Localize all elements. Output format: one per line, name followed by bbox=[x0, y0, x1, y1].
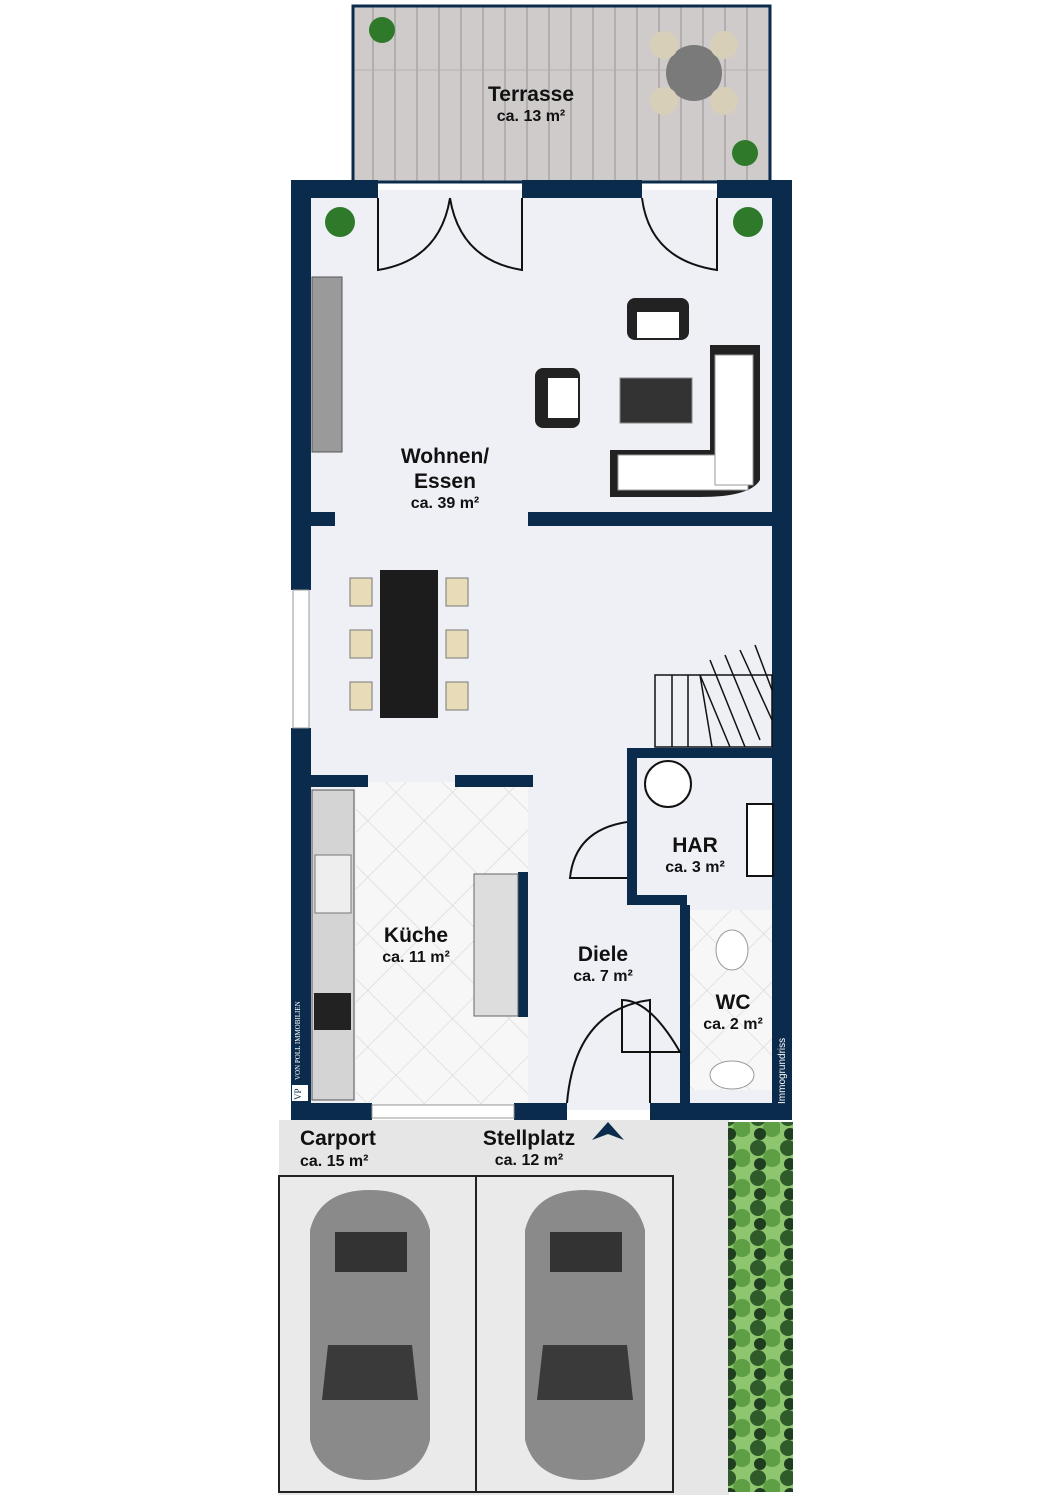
cooktop bbox=[314, 993, 351, 1030]
boiler bbox=[644, 760, 692, 808]
outdoor-table bbox=[650, 31, 738, 115]
room-name: Terrasse bbox=[487, 83, 575, 106]
room-area: ca. 39 m² bbox=[410, 495, 480, 513]
room-area: ca. 12 m² bbox=[494, 1152, 564, 1170]
wc-basin bbox=[709, 1060, 755, 1090]
sink bbox=[314, 854, 352, 914]
doors bbox=[377, 197, 718, 1104]
room-name: Wohnen/ bbox=[400, 445, 490, 468]
sideboard bbox=[311, 276, 343, 453]
room-area: ca. 15 m² bbox=[300, 1153, 369, 1171]
room-name: Essen bbox=[414, 470, 476, 494]
room-kueche: Küche ca. 11 m² bbox=[382, 923, 450, 967]
car-icon bbox=[525, 1190, 645, 1480]
window-left bbox=[292, 589, 310, 729]
room-name: Stellplatz bbox=[482, 1127, 576, 1150]
sofa-icon bbox=[610, 345, 760, 497]
room-area: ca. 3 m² bbox=[665, 859, 725, 877]
dining-table-icon bbox=[349, 570, 469, 718]
window-bottom bbox=[371, 1104, 515, 1119]
entrance-arrow-icon bbox=[592, 1122, 624, 1140]
toilet bbox=[715, 929, 749, 971]
area-stellplatz: Stellplatz ca. 12 m² bbox=[483, 1126, 575, 1170]
credit-text: Immogrundriss bbox=[777, 1037, 788, 1104]
room-name: Carport bbox=[300, 1127, 376, 1150]
room-har: HAR ca. 3 m² bbox=[665, 833, 725, 877]
logo-mark: VP bbox=[293, 1088, 303, 1100]
room-name: WC bbox=[715, 991, 751, 1014]
stairs-icon bbox=[654, 644, 773, 748]
room-diele: Diele ca. 7 m² bbox=[573, 942, 633, 986]
area-carport: Carport ca. 15 m² bbox=[300, 1126, 376, 1172]
walls bbox=[291, 180, 792, 1120]
room-area: ca. 7 m² bbox=[573, 968, 633, 986]
plant-icon bbox=[325, 17, 763, 237]
room-name: Diele bbox=[577, 943, 629, 966]
room-area: ca. 2 m² bbox=[703, 1016, 763, 1034]
room-name: HAR bbox=[672, 834, 718, 857]
logo-box bbox=[291, 1030, 309, 1102]
har-shelf bbox=[746, 803, 774, 877]
logo-text: VON POLL IMMOBILIEN bbox=[294, 1001, 302, 1080]
kitchen-counter bbox=[311, 789, 355, 1101]
car-icon bbox=[310, 1190, 430, 1480]
room-wc: WC ca. 2 m² bbox=[703, 990, 763, 1034]
room-terrasse: Terrasse ca. 13 m² bbox=[488, 82, 574, 126]
kitchen-island bbox=[473, 873, 519, 1017]
hedge bbox=[728, 1122, 793, 1492]
room-area: ca. 11 m² bbox=[382, 949, 450, 967]
coffee-table bbox=[619, 377, 693, 424]
room-area: ca. 13 m² bbox=[496, 108, 566, 126]
room-name: Küche bbox=[383, 924, 449, 947]
